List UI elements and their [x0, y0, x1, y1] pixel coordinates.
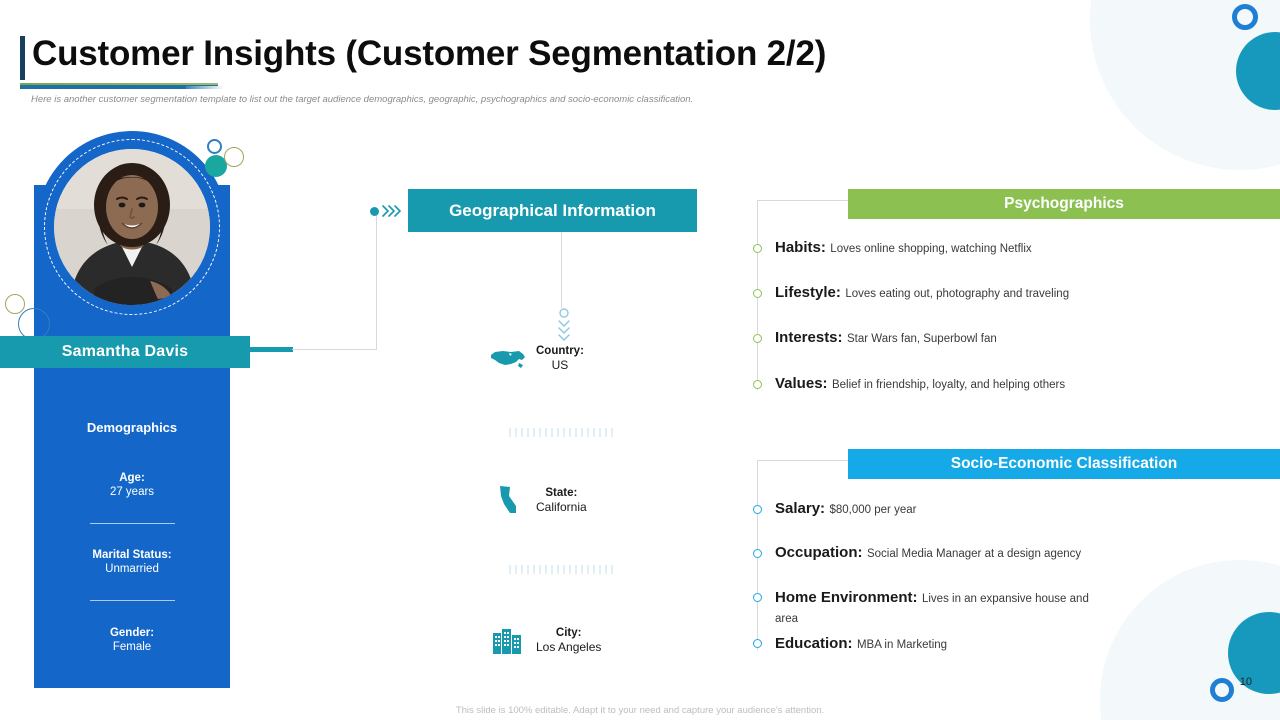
geo-connector-horizontal	[292, 349, 377, 350]
profile-photo-illustration	[54, 149, 210, 305]
top-right-teal-circle-icon	[1236, 32, 1280, 110]
psy-key: Habits:	[775, 239, 826, 256]
demographics-key: Gender:	[109, 627, 155, 639]
geo-marker-dot-icon	[370, 206, 379, 216]
top-right-wash-circle	[1090, 0, 1280, 170]
psy-value: Belief in friendship, loyalty, and helpi…	[831, 379, 1066, 391]
olive-ring-icon	[224, 147, 244, 167]
psy-connector-horizontal	[757, 200, 849, 201]
bottom-right-blue-ring-icon	[1210, 678, 1234, 702]
geo-header-connector	[561, 232, 562, 308]
slide-footnote: This slide is 100% editable. Adapt it to…	[455, 705, 825, 716]
soc-item-salary: Salary: $80,000 per year	[775, 499, 916, 519]
demographics-value: 27 years	[109, 486, 155, 498]
demographics-key: Marital Status:	[92, 549, 172, 561]
socioeconomic-header: Socio-Economic Classification	[848, 449, 1280, 479]
soc-bullet-dot-icon	[753, 593, 762, 602]
soc-connector-horizontal	[757, 460, 849, 461]
soc-bullet-dot-icon	[753, 639, 762, 648]
page-number: 10	[1239, 676, 1252, 688]
soc-value: MBA in Marketing	[856, 639, 948, 651]
demographics-divider	[90, 600, 175, 601]
psy-value: Loves online shopping, watching Netflix	[830, 243, 1032, 255]
photo-dashed-ring	[44, 139, 220, 315]
bottom-right-teal-circle-icon	[1228, 612, 1280, 694]
olive-ring-left-icon	[5, 294, 25, 314]
soc-item-home-environment: Home Environment: Lives in an expansive …	[775, 588, 1105, 628]
page-subtitle: Here is another customer segmentation te…	[31, 94, 694, 105]
soc-key: Home Environment:	[775, 589, 918, 606]
psy-bullet-dot-icon	[753, 244, 762, 253]
soc-bullet-dot-icon	[753, 549, 762, 558]
avatar	[54, 149, 210, 305]
psy-item-lifestyle: Lifestyle: Loves eating out, photography…	[775, 283, 1069, 303]
geo-value: California	[536, 499, 587, 514]
us-map-icon	[488, 347, 528, 371]
geo-item-state: State: California	[488, 484, 587, 516]
title-rule-blue	[20, 85, 218, 89]
psychographics-title: Psychographics	[1004, 195, 1124, 212]
geo-marker-icon	[370, 205, 403, 217]
soc-value: Social Media Manager at a design agency	[866, 548, 1082, 560]
geo-dashed-divider	[508, 561, 618, 574]
demographics-item-gender: Gender: Female	[34, 627, 230, 653]
psy-item-values: Values: Belief in friendship, loyalty, a…	[775, 374, 1065, 394]
soc-item-education: Education: MBA in Marketing	[775, 634, 947, 654]
demographics-value: Unmarried	[105, 563, 159, 575]
geo-key: City:	[555, 626, 582, 639]
geo-item-country: Country: US	[488, 345, 584, 372]
soc-value: $80,000 per year	[829, 504, 917, 516]
title-rule-tail	[186, 86, 224, 89]
soc-key: Salary:	[775, 500, 826, 517]
psy-value: Star Wars fan, Superbowl fan	[846, 333, 997, 345]
psy-bullet-dot-icon	[753, 334, 762, 343]
demographics-title: Demographics	[86, 420, 178, 435]
geo-item-city: City: Los Angeles	[488, 625, 601, 655]
soc-key: Occupation:	[775, 544, 863, 561]
demographics-key: Age:	[119, 472, 145, 484]
psychographics-header: Psychographics	[848, 189, 1280, 219]
small-blue-ring-icon	[207, 139, 222, 154]
demographics-divider	[90, 523, 175, 524]
geo-value: US	[551, 358, 569, 372]
psy-key: Lifestyle:	[775, 284, 841, 301]
profile-name-banner: Samantha Davis	[0, 336, 250, 368]
soc-bullet-dot-icon	[753, 505, 762, 514]
demographics-value: Female	[112, 641, 152, 653]
geo-dashed-divider	[508, 424, 618, 437]
geo-connector-vertical	[376, 210, 377, 350]
psy-key: Values:	[775, 375, 828, 392]
geo-value: Los Angeles	[536, 639, 602, 654]
california-map-icon	[488, 484, 528, 516]
geo-key: Country:	[536, 345, 584, 357]
geographical-information-header: Geographical Information	[408, 189, 697, 232]
city-buildings-icon	[488, 625, 528, 655]
chevron-down-group-icon	[556, 308, 572, 351]
psy-item-habits: Habits: Loves online shopping, watching …	[775, 238, 1032, 258]
title-accent-bar	[20, 36, 25, 80]
demographics-item-age: Age: 27 years	[34, 472, 230, 498]
soc-value: Lives in an expansive house and area	[775, 593, 1089, 625]
chevron-down-icon	[558, 308, 570, 342]
psy-bullet-dot-icon	[753, 289, 762, 298]
soc-item-occupation: Occupation: Social Media Manager at a de…	[775, 543, 1081, 563]
soc-key: Education:	[775, 635, 853, 652]
geo-key: State:	[545, 486, 578, 499]
profile-connector-stub	[250, 347, 293, 352]
bottom-right-wash-circle	[1100, 560, 1280, 720]
profile-name: Samantha Davis	[61, 343, 189, 360]
geographical-information-title: Geographical Information	[449, 200, 656, 220]
psy-item-interests: Interests: Star Wars fan, Superbowl fan	[775, 328, 997, 348]
demographics-item-marital-status: Marital Status: Unmarried	[34, 549, 230, 575]
psy-key: Interests:	[775, 329, 843, 346]
title-rule-green	[20, 83, 218, 85]
socioeconomic-title: Socio-Economic Classification	[950, 455, 1178, 472]
top-right-blue-ring-icon	[1232, 4, 1258, 30]
psy-value: Loves eating out, photography and travel…	[845, 288, 1070, 300]
page-title: Customer Insights (Customer Segmentation…	[32, 34, 827, 73]
chevron-right-icon	[382, 205, 402, 217]
psy-bullet-dot-icon	[753, 380, 762, 389]
